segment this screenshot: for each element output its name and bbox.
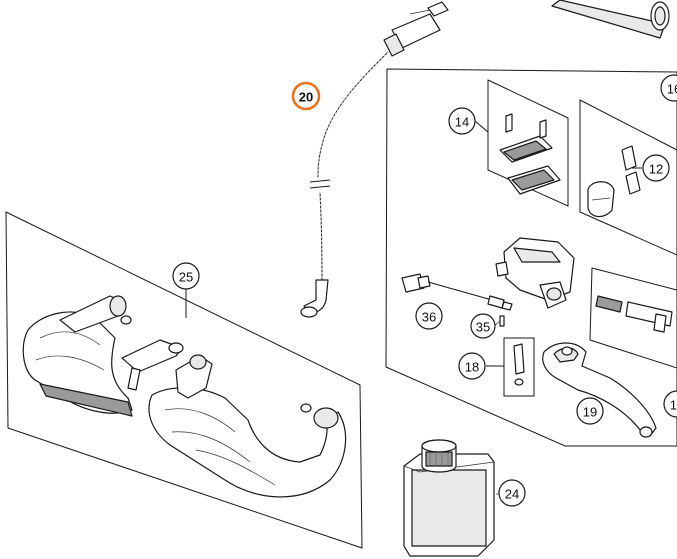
callout-16-label: 16	[667, 82, 677, 97]
callout-12-label: 12	[649, 162, 663, 177]
callout-35[interactable]: 35	[470, 313, 496, 339]
handguard-kit-group	[5, 211, 363, 549]
callout-24[interactable]: 24	[498, 479, 526, 507]
callout-25[interactable]: 25	[172, 262, 200, 290]
callout-18[interactable]: 18	[458, 352, 486, 380]
callout-17-label: 17	[670, 398, 677, 413]
callout-35-label: 35	[476, 320, 490, 335]
callout-19-label: 19	[583, 405, 597, 420]
callout-17[interactable]: 17	[663, 390, 677, 418]
callout-16[interactable]: 16	[660, 74, 677, 102]
callout-20-label: 20	[299, 90, 313, 105]
callout-24-label: 24	[505, 487, 519, 502]
callout-12[interactable]: 12	[632, 154, 670, 182]
callout-19[interactable]: 19	[576, 397, 604, 425]
callout-14[interactable]: 14	[448, 107, 476, 135]
callout-25-label: 25	[179, 270, 193, 285]
handlebar-grip-fragment	[551, 0, 670, 39]
callout-14-label: 14	[455, 115, 469, 130]
callout-18-label: 18	[465, 360, 479, 375]
brake-fluid-bottle	[403, 439, 500, 557]
callout-36[interactable]: 36	[415, 302, 443, 330]
clutch-master-cylinder-group	[385, 68, 677, 447]
callout-36-label: 36	[422, 310, 436, 325]
clutch-cable	[300, 1, 449, 318]
callout-20[interactable]: 20	[291, 81, 321, 111]
